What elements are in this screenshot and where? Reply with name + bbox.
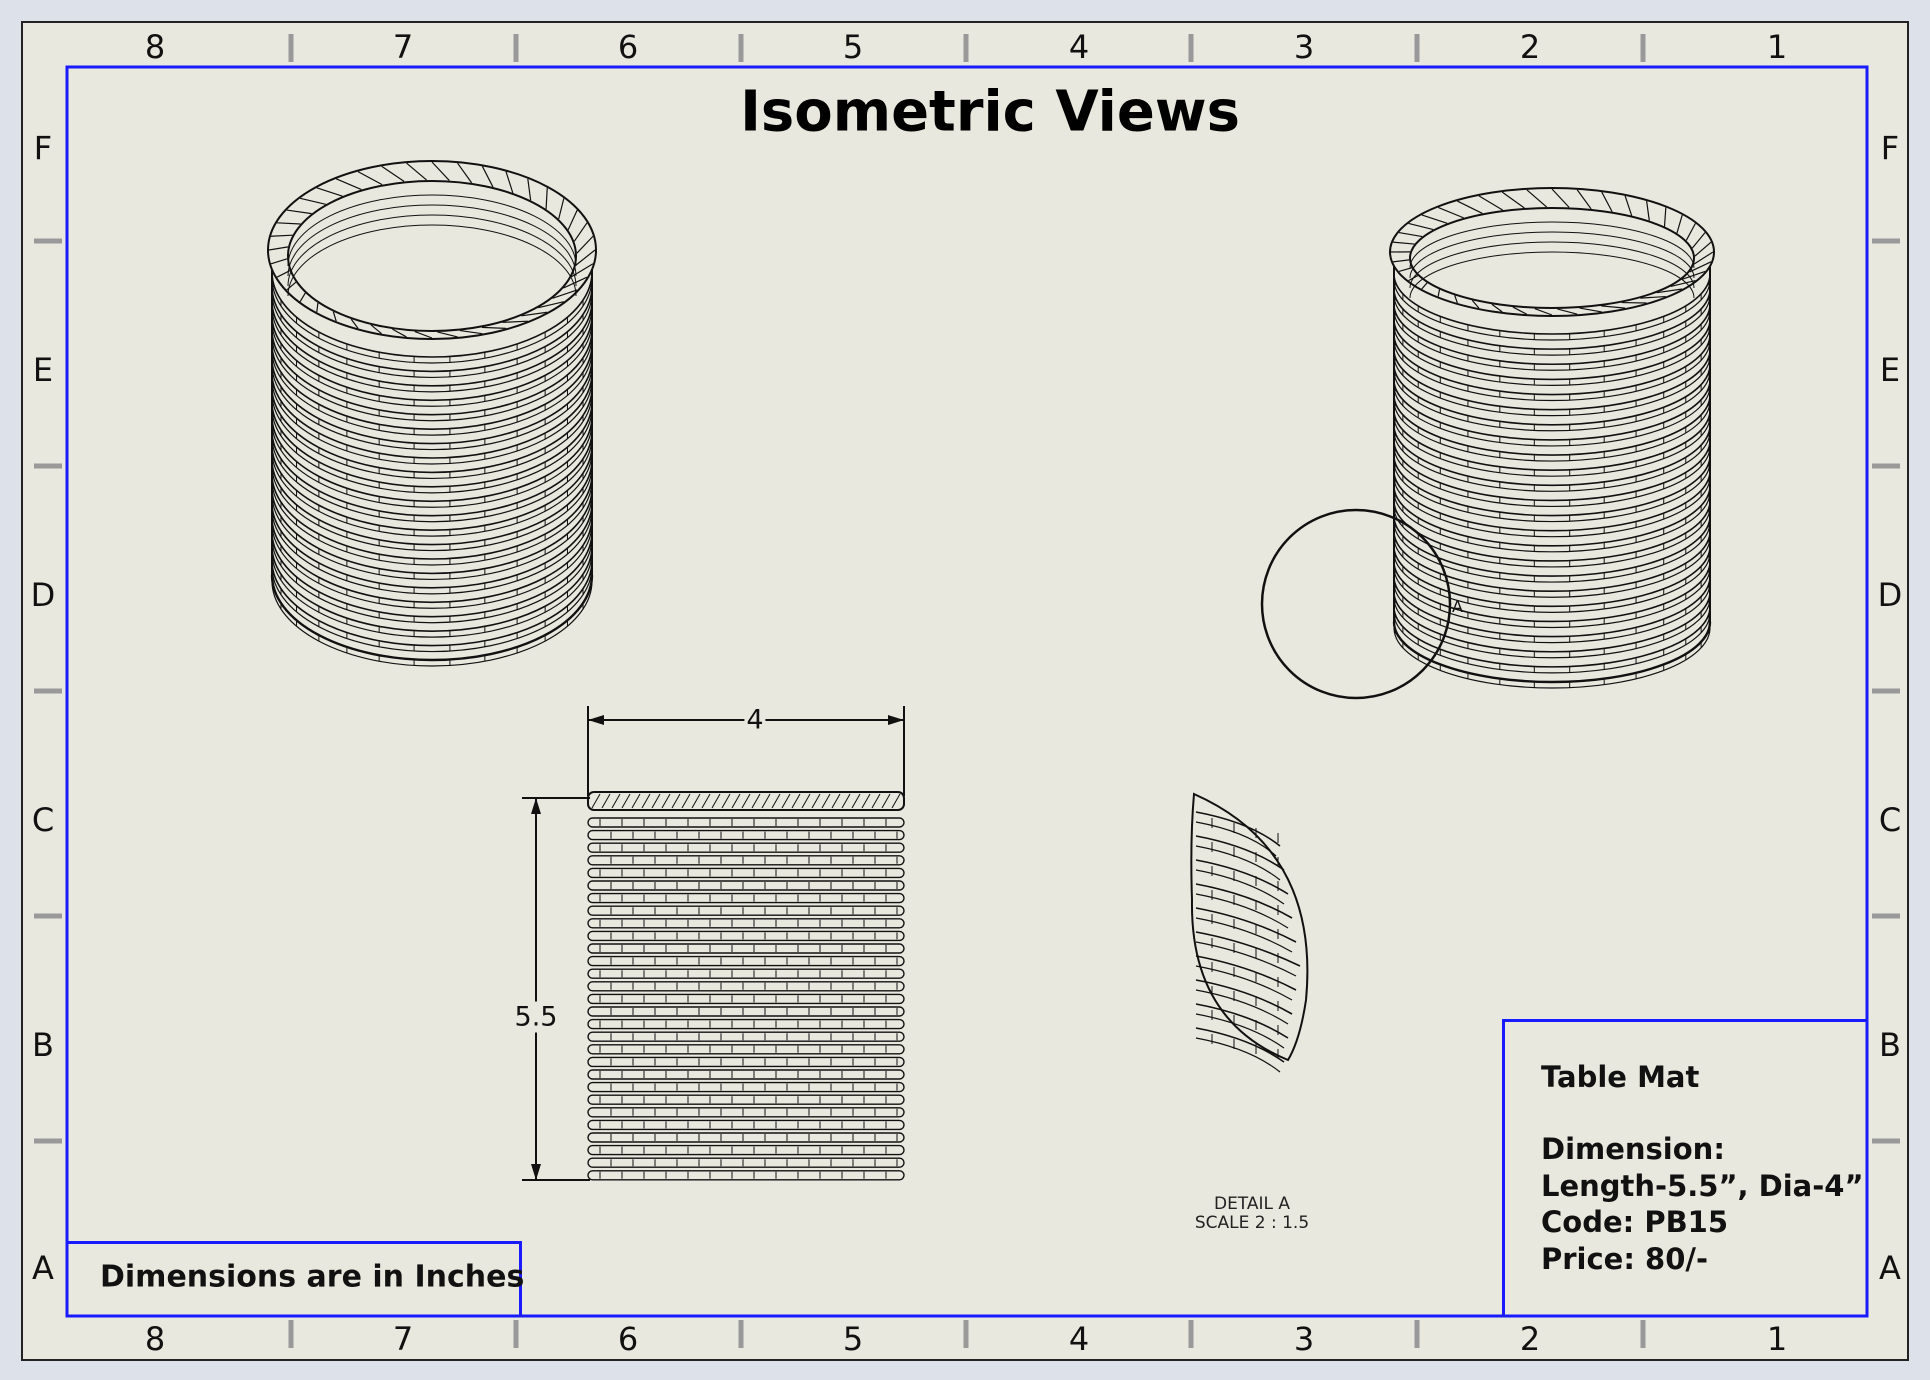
zone-column-label-top: 6 (618, 28, 638, 66)
units-note: Dimensions are in Inches (100, 1260, 524, 1295)
zone-column-label-bottom: 7 (393, 1320, 413, 1358)
title-block-price: Price: 80/- (1541, 1242, 1708, 1276)
title-block-name: Table Mat (1541, 1060, 1699, 1094)
length-dimension-text: 5.5 (513, 1002, 560, 1033)
zone-row-label-left: D (31, 576, 56, 614)
detail-label: DETAIL A (1214, 1194, 1290, 1214)
zone-column-label-top: 2 (1520, 28, 1540, 66)
zone-row-label-left: F (34, 129, 52, 167)
zone-column-label-top: 4 (1069, 28, 1089, 66)
zone-column-label-bottom: 8 (145, 1320, 165, 1358)
zone-column-label-top: 1 (1767, 28, 1787, 66)
zone-column-label-bottom: 3 (1294, 1320, 1314, 1358)
drawing-title: Isometric Views (740, 80, 1240, 145)
zone-column-label-bottom: 1 (1767, 1320, 1787, 1358)
diameter-dimension-text: 4 (744, 705, 765, 736)
detail-scale: SCALE 2 : 1.5 (1195, 1213, 1309, 1233)
detail-callout-letter: A (1452, 597, 1463, 616)
zone-column-label-bottom: 2 (1520, 1320, 1540, 1358)
zone-column-label-bottom: 5 (843, 1320, 863, 1358)
zone-row-label-right: B (1879, 1026, 1901, 1064)
zone-column-label-top: 7 (393, 28, 413, 66)
title-block-code: Code: PB15 (1541, 1205, 1728, 1239)
zone-row-label-right: C (1879, 801, 1901, 839)
zone-row-label-right: F (1881, 129, 1899, 167)
front-view (588, 792, 904, 1180)
zone-row-label-right: A (1879, 1249, 1901, 1287)
zone-column-label-top: 3 (1294, 28, 1314, 66)
zone-row-label-right: E (1880, 351, 1900, 389)
zone-row-label-left: E (33, 351, 53, 389)
zone-column-label-bottom: 4 (1069, 1320, 1089, 1358)
zone-row-label-left: C (32, 801, 54, 839)
zone-column-label-top: 5 (843, 28, 863, 66)
zone-row-label-left: A (32, 1249, 54, 1287)
zone-column-label-top: 8 (145, 28, 165, 66)
title-block-dimension-label: Dimension: (1541, 1132, 1725, 1166)
title-block-dimension-value: Length-5.5”, Dia-4” (1541, 1169, 1864, 1203)
zone-row-label-right: D (1878, 576, 1903, 614)
zone-row-label-left: B (32, 1026, 54, 1064)
zone-column-label-bottom: 6 (618, 1320, 638, 1358)
